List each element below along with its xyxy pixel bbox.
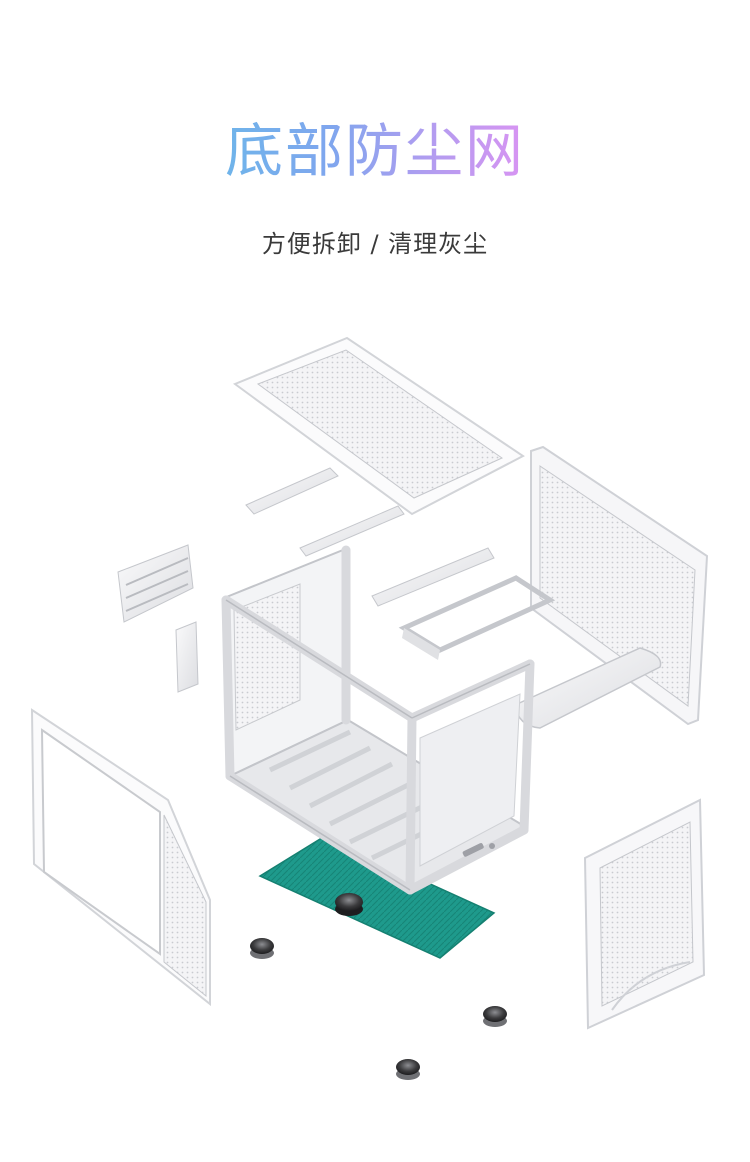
top-mesh-panel — [232, 336, 525, 516]
feature-title-text: 底部防尘网 — [224, 117, 525, 185]
front-mesh-panel — [583, 798, 706, 1030]
foot-right — [483, 1006, 507, 1027]
left-side-glass-panel — [30, 708, 211, 1007]
feature-title: 底部防尘网 — [0, 112, 750, 190]
feature-subtitle: 方便拆卸 / 清理灰尘 — [261, 230, 489, 258]
bottom-dust-filter — [258, 835, 496, 959]
top-rail-bracket — [245, 467, 405, 557]
rubber-feet — [250, 893, 507, 1080]
exploded-case-illustration — [30, 336, 709, 1080]
pcie-slot-covers — [117, 544, 199, 693]
foot-bottom — [396, 1059, 420, 1080]
foot-left — [250, 938, 274, 959]
case-chassis-frame — [221, 545, 556, 895]
foot-center — [335, 893, 363, 916]
